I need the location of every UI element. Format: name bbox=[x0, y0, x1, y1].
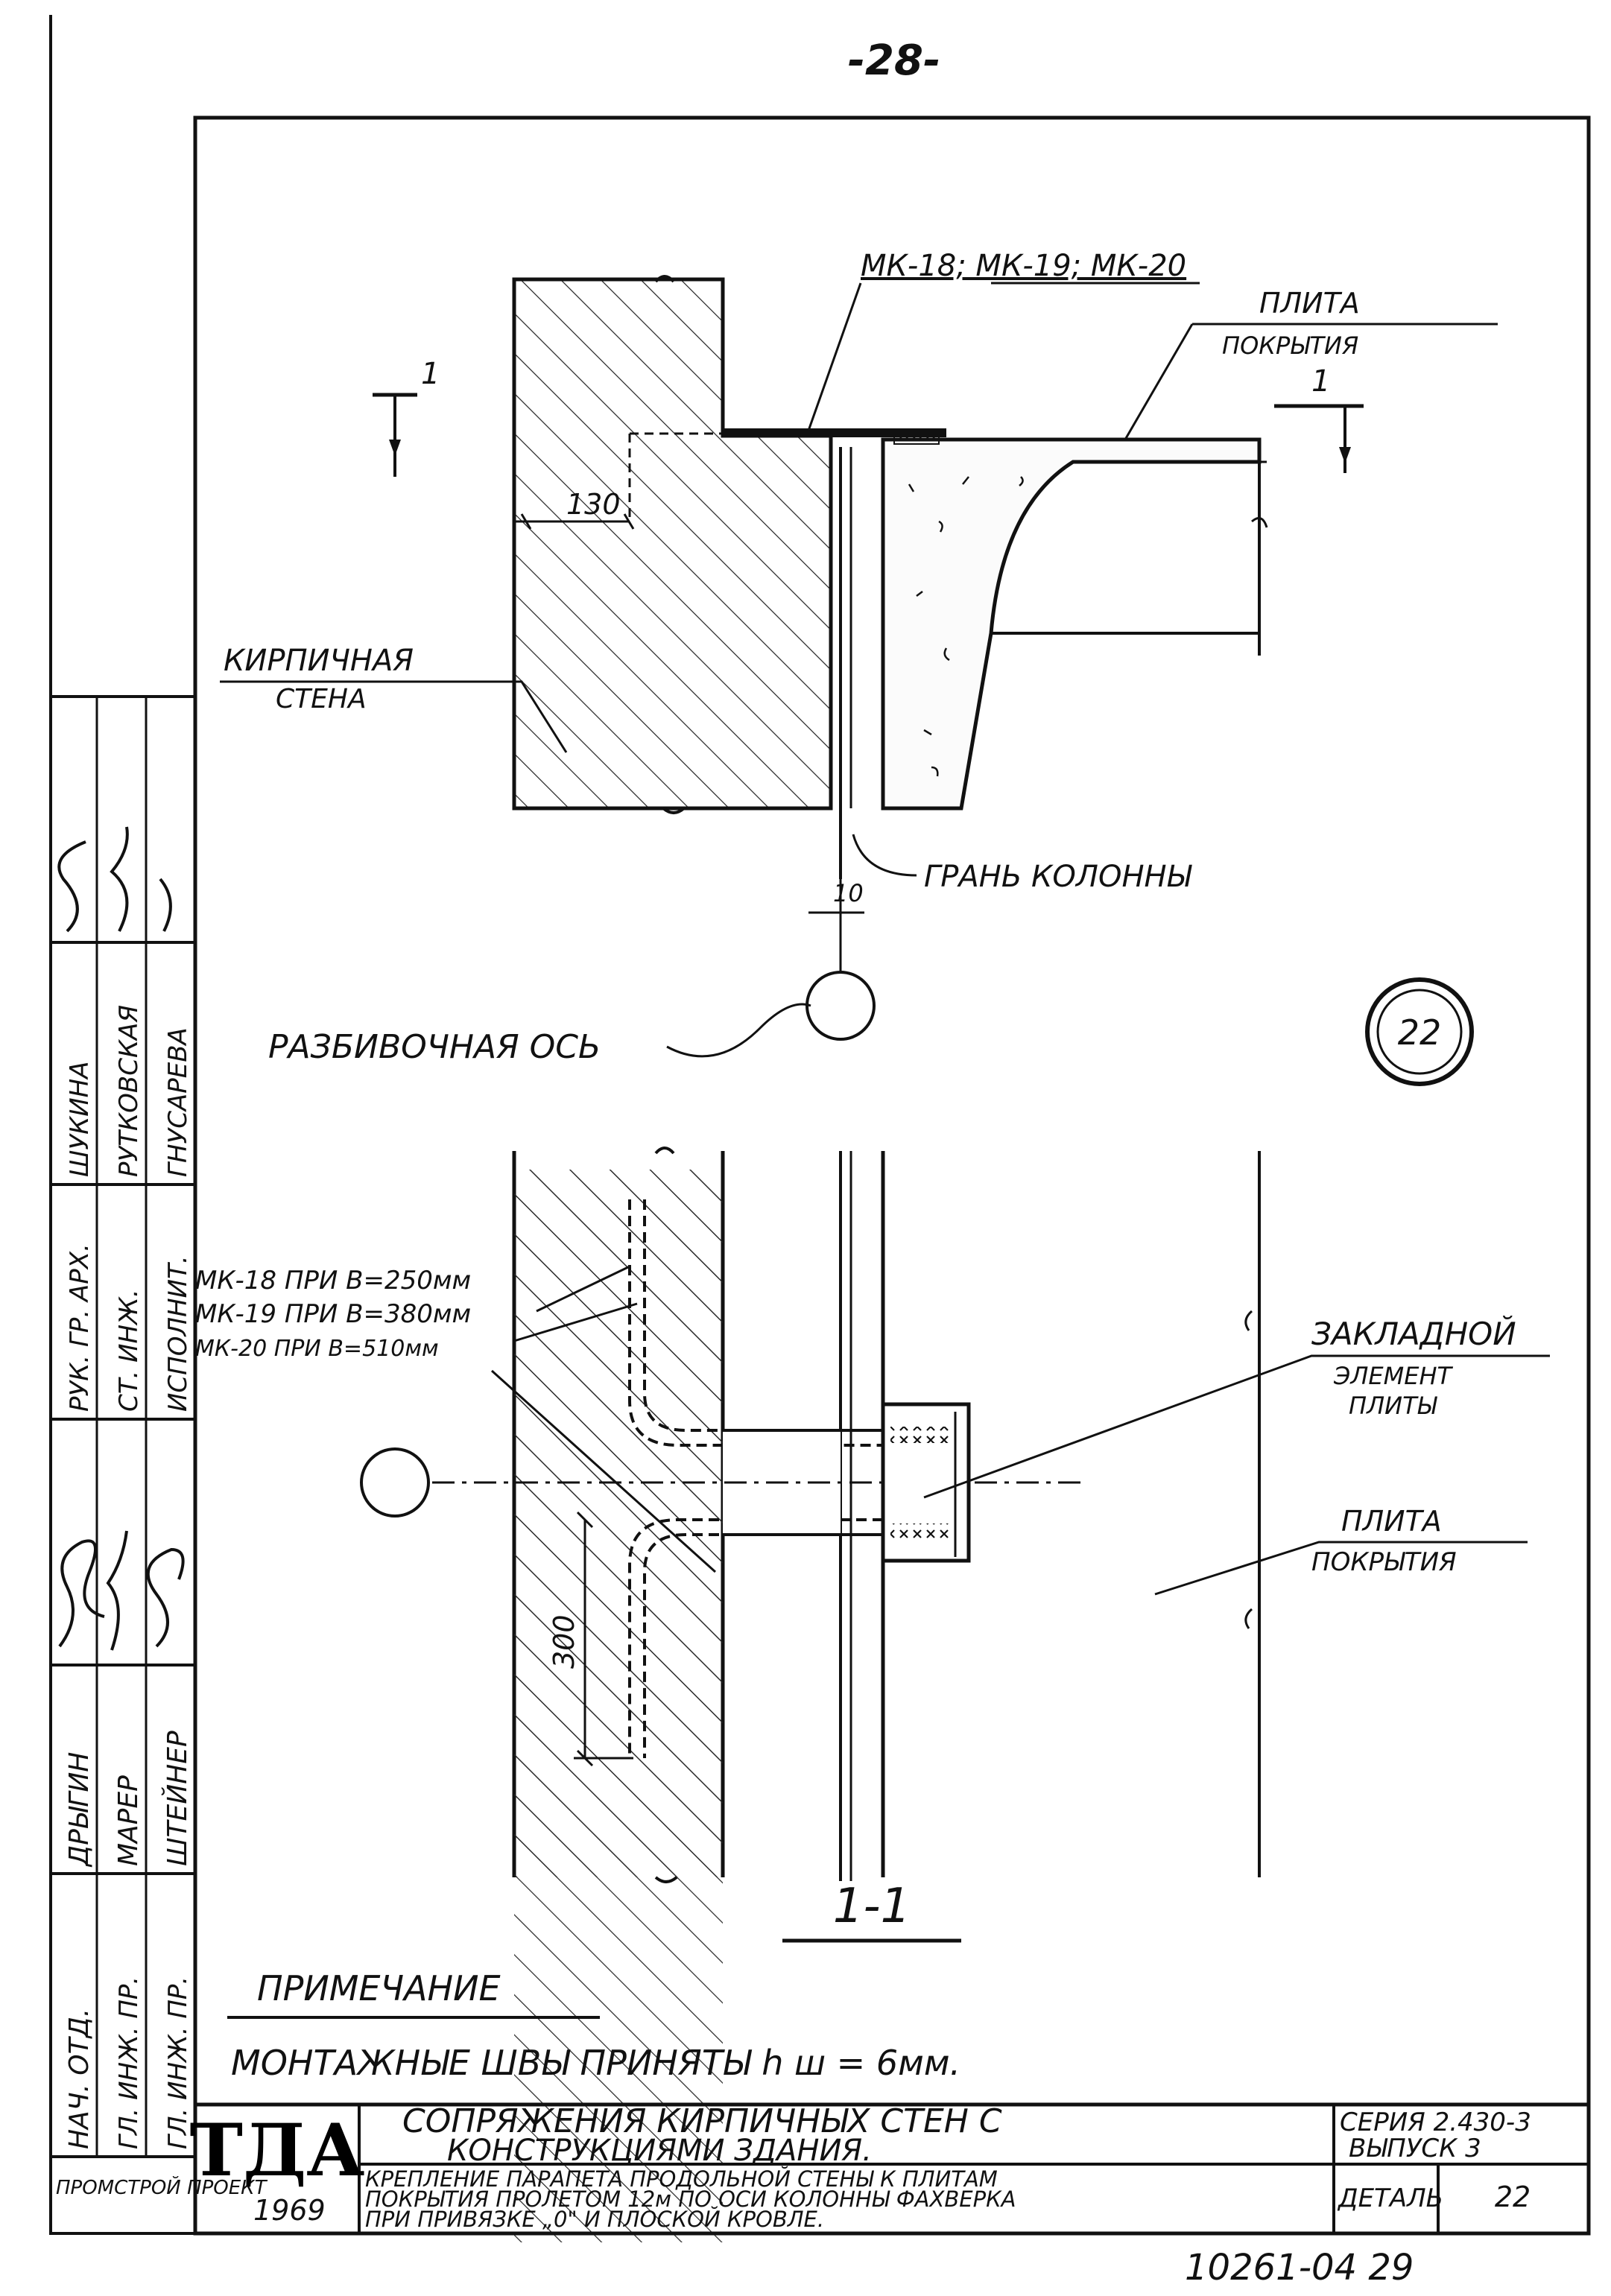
stamp-role-1: ГЛ. ИНЖ. ПР. bbox=[114, 1976, 144, 2149]
stamp-role-5: СТ. ИНЖ. bbox=[114, 1289, 144, 1412]
page-number: -28- bbox=[848, 37, 940, 85]
dim-300: 300 bbox=[548, 1614, 580, 1669]
note: ПРИМЕЧАНИЕ МОНТАЖНЫЕ ШВЫ ПРИНЯТЫ h ш = 6… bbox=[227, 1968, 960, 2083]
label-mk18: МК-18 ПРИ В=250мм bbox=[195, 1266, 471, 1296]
stamp-role-2: ГЛ. ИНЖ. ПР. bbox=[163, 1976, 193, 2149]
label-mk-top: МК-18; МК-19; МК-20 bbox=[861, 249, 1186, 283]
stamp-org: ПРОМСТРОЙ ПРОЕКТ bbox=[56, 2175, 268, 2199]
desc-line2: ПОКРЫТИЯ ПРОЛЕТОМ 12м ПО ОСИ КОЛОННЫ ФАХ… bbox=[365, 2186, 1016, 2212]
dim-10: 10 bbox=[833, 879, 864, 907]
title-line1: СОПРЯЖЕНИЯ КИРПИЧНЫХ СТЕН С bbox=[402, 2102, 1002, 2140]
stamp-name-2: ШТЕЙНЕР bbox=[162, 1731, 193, 1866]
svg-text:1: 1 bbox=[1311, 364, 1330, 399]
series-line2: ВЫПУСК 3 bbox=[1349, 2134, 1481, 2163]
stamp-name-4: ШУКИНА bbox=[65, 1062, 95, 1177]
detail-marker: 22 bbox=[1365, 977, 1474, 1086]
label-mk20: МК-20 ПРИ В=510мм bbox=[195, 1336, 439, 1362]
label-mk19: МК-19 ПРИ В=380мм bbox=[195, 1299, 471, 1329]
signatures bbox=[57, 826, 185, 1651]
section-view: 300 МК-18 ПРИ В=250мм МК-19 ПРИ В=380мм … bbox=[195, 1147, 1550, 2242]
label-embed-3: ПЛИТЫ bbox=[1349, 1392, 1438, 1420]
title-block: ТДА 1969 СОПРЯЖЕНИЯ КИРПИЧНЫХ СТЕН С КОН… bbox=[190, 2102, 1591, 2236]
label-axis: РАЗБИВОЧНАЯ ОСЬ bbox=[268, 1028, 601, 1066]
top-view: 1 1 130 10 МК-18; МК-19; МК-20 ПЛИТА ПОК… bbox=[220, 249, 1498, 1066]
stamp-role-0: НАЧ. ОТД. bbox=[64, 2008, 95, 2149]
detail-value: 22 bbox=[1495, 2181, 1531, 2213]
axis-circle-section bbox=[360, 1447, 430, 1518]
steel-plate bbox=[723, 428, 946, 437]
desc-line1: КРЕПЛЕНИЕ ПАРАПЕТА ПРОДОЛЬНОЙ СТЕНЫ К ПЛ… bbox=[365, 2166, 998, 2192]
label-slab-sec-1: ПЛИТА bbox=[1341, 1505, 1442, 1538]
note-text: МОНТАЖНЫЕ ШВЫ ПРИНЯТЫ h ш = 6мм. bbox=[231, 2043, 960, 2083]
title-line2: КОНСТРУКЦИЯМИ ЗДАНИЯ. bbox=[447, 2134, 872, 2168]
dim-130: 130 bbox=[566, 488, 621, 521]
slab-rib bbox=[881, 437, 1262, 811]
side-stamp: НАЧ. ОТД. ГЛ. ИНЖ. ПР. ГЛ. ИНЖ. ПР. РУК.… bbox=[49, 695, 268, 2235]
label-slab-sec-2: ПОКРЫТИЯ bbox=[1311, 1547, 1457, 1577]
series-line1: СЕРИЯ 2.430-3 bbox=[1340, 2108, 1531, 2137]
label-slab-top-2: ПОКРЫТИЯ bbox=[1222, 332, 1358, 360]
logo: ТДА bbox=[190, 2108, 365, 2192]
axis-circle-top bbox=[806, 971, 876, 1041]
section-title: 1-1 bbox=[833, 1879, 911, 1934]
section-mark-right: 1 bbox=[1274, 364, 1364, 473]
stamp-name-6: ГНУСАРЕВА bbox=[163, 1027, 193, 1177]
label-wall-1: КИРПИЧНАЯ bbox=[224, 644, 414, 678]
stamp-role-4: РУК. ГР. АРХ. bbox=[65, 1243, 95, 1412]
label-wall-2: СТЕНА bbox=[276, 684, 367, 714]
desc-line3: ПРИ ПРИВЯЗКЕ „0" И ПЛОСКОЙ КРОВЛЕ. bbox=[365, 2207, 824, 2232]
svg-text:22: 22 bbox=[1398, 1012, 1442, 1053]
stamp-name-0: ДРЫГИН bbox=[64, 1752, 95, 1868]
stamp-name-1: МАРЕР bbox=[113, 1775, 144, 1866]
label-embed-2: ЭЛЕМЕНТ bbox=[1333, 1362, 1454, 1390]
section-mark-left: 1 bbox=[373, 357, 440, 477]
brick-wall-plan bbox=[512, 277, 833, 811]
label-embed-1: ЗАКЛАДНОЙ bbox=[1311, 1315, 1516, 1352]
stamp-name-5: РУТКОВСКАЯ bbox=[114, 1005, 144, 1177]
anchor-rod bbox=[628, 1199, 883, 1758]
detail-label: ДЕТАЛЬ bbox=[1337, 2184, 1443, 2213]
svg-text:1: 1 bbox=[421, 357, 440, 391]
label-slab-top-1: ПЛИТА bbox=[1259, 287, 1360, 320]
document-number: 10261-04 29 bbox=[1185, 2247, 1414, 2289]
note-title: ПРИМЕЧАНИЕ bbox=[257, 1968, 501, 2008]
label-column-face: ГРАНЬ КОЛОННЫ bbox=[924, 860, 1193, 894]
stamp-role-6: ИСПОЛНИТ. bbox=[163, 1255, 193, 1412]
year: 1969 bbox=[253, 2194, 326, 2227]
